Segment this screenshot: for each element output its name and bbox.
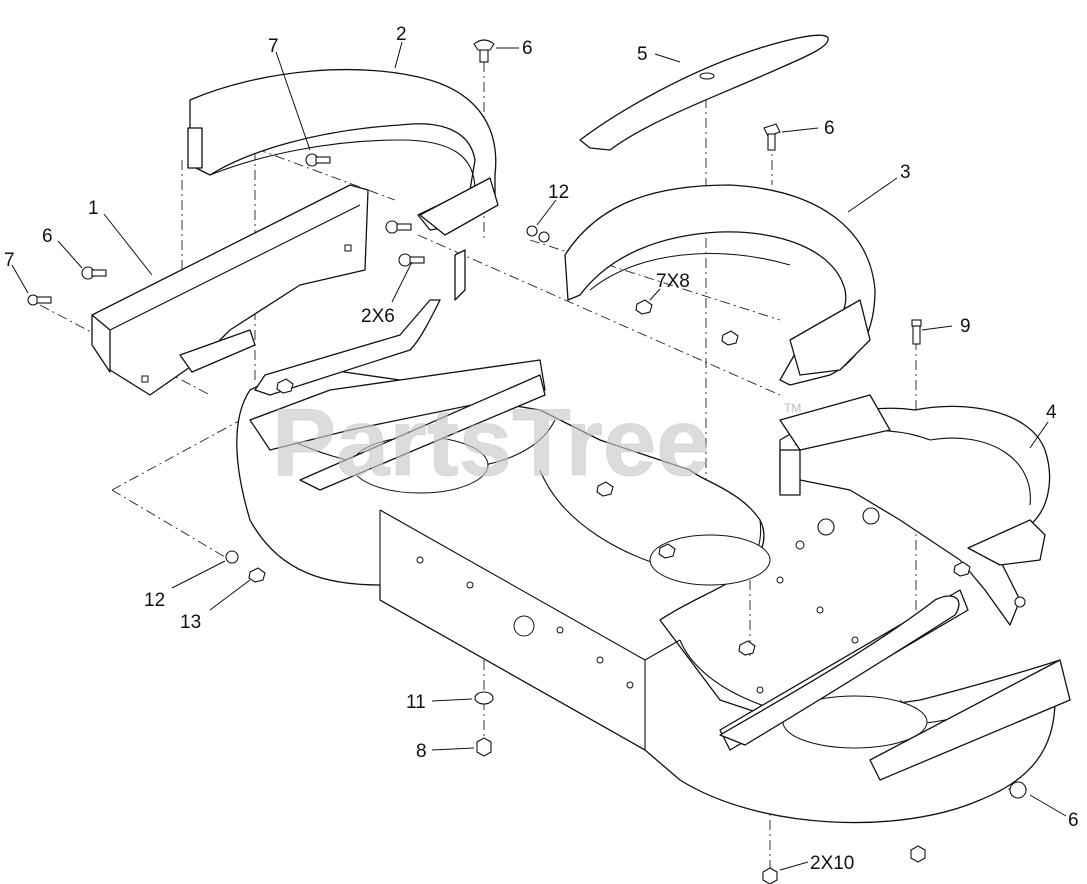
watermark-text: PartsTree <box>272 389 710 496</box>
callout-6-left: 6 <box>42 226 53 247</box>
callout-6-bottom: 6 <box>1068 810 1079 831</box>
callout-7x8: 7X8 <box>656 271 690 292</box>
callout-11: 11 <box>406 692 426 713</box>
part-3-center-baffle <box>564 184 876 386</box>
callout-7-left: 7 <box>4 250 15 271</box>
part-5-blade <box>579 34 829 151</box>
callout-4: 4 <box>1046 402 1057 423</box>
callout-3: 3 <box>900 162 911 183</box>
callout-5: 5 <box>637 44 648 65</box>
watermark: PartsTree TM <box>272 389 802 497</box>
callout-13: 13 <box>180 612 201 633</box>
callout-1: 1 <box>88 198 99 219</box>
watermark-trademark: TM <box>784 401 801 415</box>
deck-shell <box>236 369 1061 824</box>
callouts: 1 2 3 4 5 6 6 6 6 7 7 7X8 2X6 8 9 11 12 … <box>4 24 1079 874</box>
hardware <box>27 39 1027 884</box>
side-plate <box>254 249 466 396</box>
part-1-bracket <box>91 184 369 396</box>
callout-2x10: 2X10 <box>810 853 854 874</box>
lower-blade <box>719 595 960 746</box>
callout-6-right: 6 <box>824 118 835 139</box>
callout-2: 2 <box>396 24 407 45</box>
callout-12-bottom: 12 <box>144 590 165 611</box>
callout-8: 8 <box>416 741 427 762</box>
callout-12-top: 12 <box>548 182 569 203</box>
callout-6-top: 6 <box>522 38 533 59</box>
callout-9: 9 <box>960 316 971 337</box>
leader-lines <box>11 41 1067 871</box>
callout-7-top: 7 <box>268 36 279 57</box>
callout-2x6: 2X6 <box>361 306 395 327</box>
part-4-right-baffle <box>779 405 1051 626</box>
